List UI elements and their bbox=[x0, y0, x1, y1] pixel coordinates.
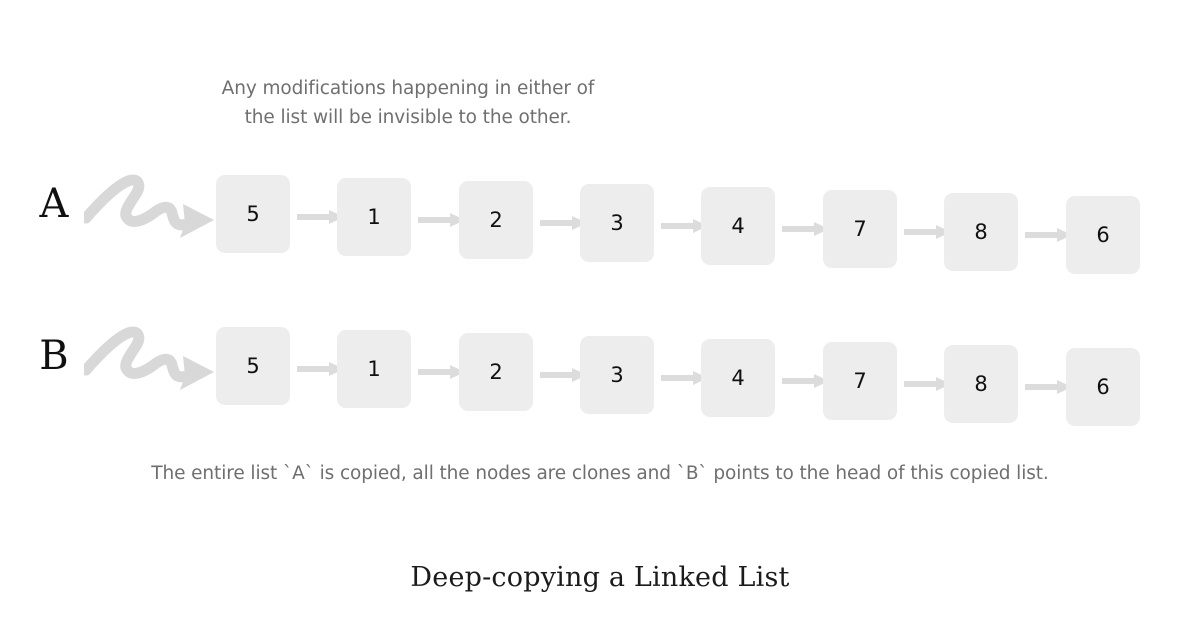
next-pointer-arrow-icon bbox=[782, 220, 830, 238]
list-node-b-3: 3 bbox=[580, 336, 654, 414]
node-value: 6 bbox=[1096, 375, 1110, 399]
next-pointer-arrow-icon bbox=[1025, 378, 1073, 396]
node-value: 5 bbox=[246, 202, 260, 226]
list-node-b-0: 5 bbox=[216, 327, 290, 405]
node-value: 2 bbox=[489, 208, 503, 232]
node-value: 3 bbox=[610, 211, 624, 235]
next-pointer-arrow-icon bbox=[540, 214, 588, 232]
list-node-a-3: 3 bbox=[580, 184, 654, 262]
node-value: 5 bbox=[246, 354, 260, 378]
node-value: 4 bbox=[731, 366, 745, 390]
list-node-a-4: 4 bbox=[701, 187, 775, 265]
list-node-a-2: 2 bbox=[459, 181, 533, 259]
node-value: 8 bbox=[974, 220, 988, 244]
top-caption-line-2: the list will be invisible to the other. bbox=[244, 107, 572, 128]
list-node-b-5: 7 bbox=[823, 342, 897, 420]
list-label-a: A bbox=[39, 181, 69, 227]
bottom-caption: The entire list `A` is copied, all the n… bbox=[151, 463, 1049, 484]
next-pointer-arrow-icon bbox=[297, 360, 345, 378]
linked-list-row-b: B 5 1 2 3 4 7 8 6 bbox=[0, 312, 1200, 432]
page-title: Deep-copying a Linked List bbox=[410, 562, 790, 593]
node-value: 7 bbox=[853, 217, 867, 241]
squiggly-arrow-icon bbox=[80, 324, 216, 396]
list-node-b-6: 8 bbox=[944, 345, 1018, 423]
next-pointer-arrow-icon bbox=[782, 372, 830, 390]
list-node-b-7: 6 bbox=[1066, 348, 1140, 426]
list-node-a-6: 8 bbox=[944, 193, 1018, 271]
list-node-a-1: 1 bbox=[337, 178, 411, 256]
squiggly-arrow-icon bbox=[80, 172, 216, 244]
next-pointer-arrow-icon bbox=[540, 366, 588, 384]
next-pointer-arrow-icon bbox=[904, 223, 952, 241]
node-value: 6 bbox=[1096, 223, 1110, 247]
node-value: 8 bbox=[974, 372, 988, 396]
list-node-b-1: 1 bbox=[337, 330, 411, 408]
list-node-b-2: 2 bbox=[459, 333, 533, 411]
node-value: 1 bbox=[367, 357, 381, 381]
node-value: 3 bbox=[610, 363, 624, 387]
next-pointer-arrow-icon bbox=[661, 217, 709, 235]
node-value: 4 bbox=[731, 214, 745, 238]
next-pointer-arrow-icon bbox=[418, 211, 466, 229]
list-node-a-7: 6 bbox=[1066, 196, 1140, 274]
node-value: 1 bbox=[367, 205, 381, 229]
next-pointer-arrow-icon bbox=[661, 369, 709, 387]
node-value: 2 bbox=[489, 360, 503, 384]
node-chain-b: 5 1 2 3 4 7 8 6 bbox=[216, 312, 1176, 432]
node-value: 7 bbox=[853, 369, 867, 393]
list-node-b-4: 4 bbox=[701, 339, 775, 417]
list-node-a-5: 7 bbox=[823, 190, 897, 268]
node-chain-a: 5 1 2 3 4 7 8 6 bbox=[216, 160, 1176, 280]
list-label-b: B bbox=[39, 333, 69, 379]
next-pointer-arrow-icon bbox=[904, 375, 952, 393]
next-pointer-arrow-icon bbox=[418, 363, 466, 381]
top-caption: Any modifications happening in either of… bbox=[168, 74, 648, 132]
linked-list-row-a: A 5 1 2 3 4 7 8 6 bbox=[0, 160, 1200, 280]
next-pointer-arrow-icon bbox=[1025, 226, 1073, 244]
list-node-a-0: 5 bbox=[216, 175, 290, 253]
top-caption-line-1: Any modifications happening in either of bbox=[221, 78, 595, 99]
next-pointer-arrow-icon bbox=[297, 208, 345, 226]
